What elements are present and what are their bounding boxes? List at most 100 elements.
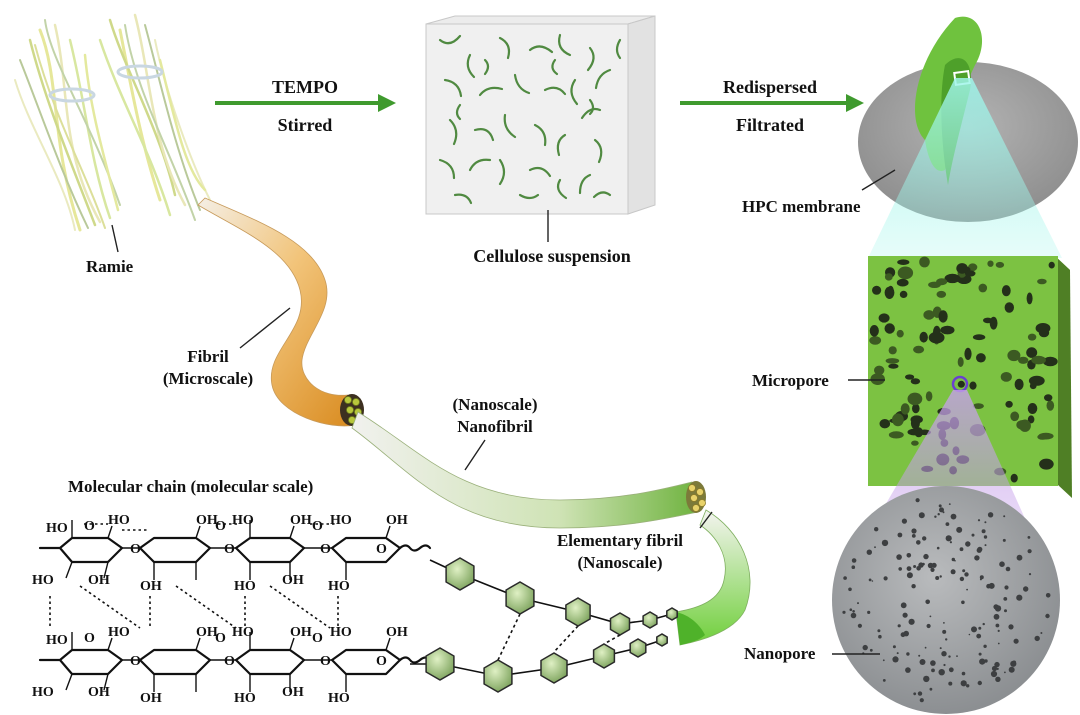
nanopore-dot xyxy=(988,582,995,589)
hydroxyl-label: HO xyxy=(32,685,54,700)
oxygen-atom-label: O xyxy=(84,631,95,646)
nanopore-dot xyxy=(935,576,940,580)
nanopore-dot xyxy=(924,646,927,649)
hydroxyl-label: OH xyxy=(88,573,110,588)
nanopore-dot xyxy=(1013,638,1019,644)
nanopore-dot xyxy=(982,622,985,626)
hexagon-unit xyxy=(629,638,647,658)
nanopore-dot xyxy=(918,562,924,568)
nanopore-dot xyxy=(948,681,953,686)
nanopore-dot xyxy=(916,540,921,545)
nanopore-dot xyxy=(866,549,872,555)
nanopore-dot xyxy=(892,645,896,649)
nanopore-dot xyxy=(977,680,982,686)
micropore-hole xyxy=(1038,432,1054,440)
nanopore-dot xyxy=(1003,597,1008,601)
micropore-hole xyxy=(919,256,930,268)
nanopore-dot xyxy=(874,546,876,549)
nanopore-dot xyxy=(979,575,984,580)
micropore-hole xyxy=(983,317,993,324)
nanopore-disc xyxy=(832,486,1060,714)
ramie-leader xyxy=(111,224,119,253)
micropore-label: Micropore xyxy=(752,371,829,390)
micropore-hole xyxy=(910,415,923,424)
nanopore-dot xyxy=(913,692,917,696)
filtrated-label: Filtrated xyxy=(736,115,804,135)
hydroxyl-label: HO xyxy=(32,573,54,588)
micropore-hole xyxy=(878,313,890,323)
nanopore-dot xyxy=(983,535,988,539)
oxygen-atom-label: O xyxy=(224,654,235,669)
nanopore-dot xyxy=(850,612,857,619)
micropore-hole xyxy=(1031,355,1046,365)
nanopore-dot xyxy=(1022,586,1029,592)
micropore-hole xyxy=(938,310,948,323)
nanopore-dot xyxy=(868,578,872,582)
oxygen-atom-label: O xyxy=(320,654,331,669)
hexagon-unit xyxy=(505,581,535,615)
nanopore-dot xyxy=(852,610,855,613)
nanopore-dot xyxy=(926,623,931,629)
nanopore-dot xyxy=(960,680,967,687)
micropore-hole xyxy=(944,273,961,284)
elementary-fibril-label: Elementary fibril xyxy=(557,531,683,550)
nanopore-dot xyxy=(939,575,942,578)
nanopore-dot xyxy=(930,660,936,666)
micropore-hole xyxy=(957,380,965,388)
nanopore-dot xyxy=(903,630,909,637)
nanopore-dot xyxy=(1034,635,1040,642)
nanopore-dot xyxy=(930,567,935,573)
micropore-hole xyxy=(869,336,882,345)
hydroxyl-label: HO xyxy=(328,579,350,594)
nanopore-dot xyxy=(977,519,981,522)
oxygen-atom-label: O xyxy=(215,519,226,534)
micropore-hole xyxy=(912,403,920,414)
nanopore-dot xyxy=(1040,632,1043,634)
hydroxyl-label: OH xyxy=(140,691,162,706)
nanopore-dot xyxy=(968,633,971,636)
nanopore-dot xyxy=(911,528,917,534)
hexagon-hbond xyxy=(603,634,621,645)
nanopore-dot xyxy=(862,644,868,651)
nanopore-dot xyxy=(974,555,980,561)
nanopore-dot xyxy=(918,512,925,519)
hydroxyl-label: HO xyxy=(234,579,256,594)
nanopore-dot xyxy=(1003,515,1006,518)
micropore-hole xyxy=(964,270,976,277)
micropore-hole xyxy=(972,334,986,341)
micropore-hole xyxy=(1026,292,1033,305)
nanopore-dot xyxy=(918,654,921,657)
micropore-hole xyxy=(1027,403,1038,414)
hydroxyl-label: HO xyxy=(46,521,68,536)
nanopore-dot xyxy=(996,667,999,671)
micropore-hole xyxy=(928,281,941,288)
nanopore-dot xyxy=(911,584,916,589)
nanopore-dot xyxy=(919,659,926,665)
oxygen-atom-label: O xyxy=(312,519,323,534)
hydroxyl-label: OH xyxy=(88,685,110,700)
nanopore-dot xyxy=(959,576,965,582)
hexagon-unit xyxy=(609,612,631,636)
micropore-hole xyxy=(1010,411,1020,422)
nanopore-dot xyxy=(905,667,911,673)
nanopore-dot xyxy=(906,566,912,571)
hydroxyl-label: HO xyxy=(108,625,130,640)
ramie-fiber-bundles xyxy=(14,13,211,232)
micropore-hole xyxy=(919,331,928,343)
nanopore-dot xyxy=(906,553,912,558)
nanopore-dot xyxy=(964,572,969,577)
nanopore-dot xyxy=(849,608,853,611)
micropore-hole xyxy=(907,392,923,406)
micropore-hole xyxy=(896,278,909,287)
nanopore-dot xyxy=(966,684,970,688)
nanopore-dot xyxy=(997,642,1000,645)
hexagon-unit xyxy=(592,643,616,669)
hexagon-hbond xyxy=(553,625,579,653)
micropore-hole xyxy=(888,346,897,355)
arrow-tempo-stirred xyxy=(215,94,396,112)
micropore-hole xyxy=(869,325,879,337)
micropore-hole xyxy=(896,329,904,338)
micropore-hole xyxy=(1010,473,1018,483)
